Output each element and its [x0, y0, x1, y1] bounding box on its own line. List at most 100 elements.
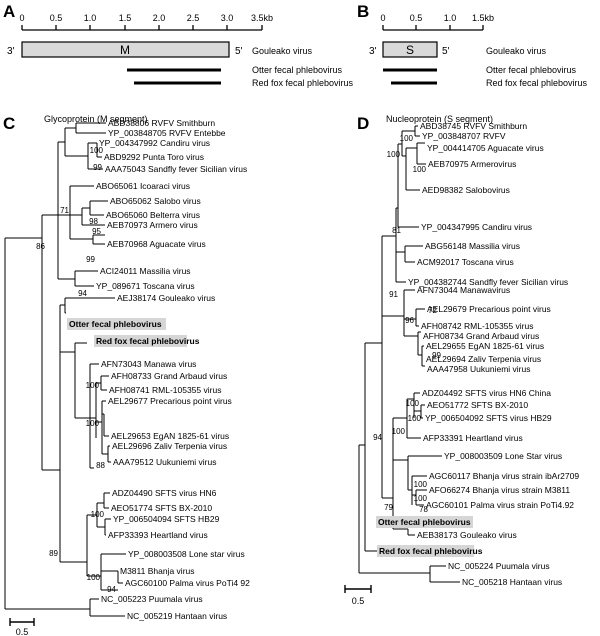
m-segment-label: M [120, 43, 130, 57]
taxon-label: YP_089671 Toscana virus [96, 281, 195, 291]
taxon-label: AEB38173 Gouleako virus [417, 530, 517, 540]
panel-d-title: Nucleoprotein (S segment) [386, 114, 493, 124]
panel-a-3prime: 3' [7, 46, 15, 57]
taxon-label: AGC60117 Bhanja virus strain ibAr2709 [429, 471, 579, 481]
taxon-label: AEB70968 Aguacate virus [107, 239, 206, 249]
taxon-label: YP_006504094 SFTS HB29 [113, 514, 220, 524]
bootstrap-value: 99 [86, 255, 95, 264]
taxon-label: AFO66274 Bhanja virus strain M3811 [429, 485, 570, 495]
taxon-label: AEO51772 SFTS BX-2010 [427, 400, 528, 410]
bootstrap-value: 99 [432, 351, 441, 360]
highlight-redfox-c [94, 335, 187, 347]
taxon-label: AEL29696 Zaliv Terpenia virus [112, 441, 227, 451]
bootstrap-value: 100 [414, 494, 428, 503]
bootstrap-value: 71 [60, 206, 69, 215]
scale-bar-d [344, 585, 372, 593]
panel-b-letter: B [357, 2, 369, 21]
taxon-label: NC_005219 Hantaan virus [127, 611, 227, 621]
taxon-label: YP_004347992 Candiru virus [99, 138, 210, 148]
bootstrap-value: 100 [86, 381, 100, 390]
taxon-label: AEO51774 SFTS BX-2010 [111, 503, 212, 513]
panel-a-tick: 1.0 [84, 13, 97, 23]
taxon-label: AEL29653 EgAN 1825-61 virus [111, 431, 229, 441]
taxon-label: YP_008003509 Lone Star virus [444, 451, 562, 461]
tree-d-branches [358, 125, 460, 583]
taxon-label: AED98382 Salobovirus [422, 185, 510, 195]
panel-d: D Nucleoprotein (S segment) [344, 114, 579, 606]
taxon-label: YP_004414705 Aguacate virus [427, 143, 544, 153]
bootstrap-value: 100 [91, 510, 105, 519]
scale-bar-d-label: 0.5 [352, 596, 365, 606]
taxon-label: NC_005223 Puumala virus [101, 594, 203, 604]
bootstrap-value: 100 [406, 399, 420, 408]
taxon-label: ABO65062 Salobo virus [110, 196, 201, 206]
taxon-label: YP_004347995 Candiru virus [421, 222, 532, 232]
taxon-label: YP_008003508 Lone star virus [128, 549, 245, 559]
scale-bar-c [9, 618, 35, 626]
taxon-label: AEB70975 Armerovirus [428, 159, 516, 169]
taxon-label: AFH08742 RML-105355 virus [421, 321, 533, 331]
taxon-label: AAA79512 Uukuniemi virus [113, 457, 216, 467]
panel-b-tick: 0 [380, 13, 385, 23]
panel-b-5prime: 5' [442, 46, 450, 57]
bootstrap-value: 100 [408, 414, 422, 423]
taxon-label: AEL29655 EgAN 1825-61 virus [426, 341, 544, 351]
s-segment-label: S [406, 43, 414, 57]
panel-b-tick: 1.0 [444, 13, 457, 23]
taxon-label: ADZ04492 SFTS virus HN6 China [422, 388, 551, 398]
panel-a-tick: 0.5 [50, 13, 63, 23]
panel-a-tick: 2.0 [153, 13, 166, 23]
panel-b-genome-label: Gouleako virus [486, 46, 547, 56]
panel-b-otter-label: Otter fecal phlebovirus [486, 65, 577, 75]
taxon-label: ABD38806 RVFV Smithburn [108, 118, 215, 128]
bootstrap-value: 100 [90, 146, 104, 155]
bootstrap-value: 100 [414, 480, 428, 489]
panel-b-tick: 1.5kb [472, 13, 494, 23]
panel-b-3prime: 3' [369, 46, 377, 57]
panel-c: C Glycoprotein (M segment) [3, 114, 250, 636]
taxon-label: AAA47958 Uukuniemi virus [427, 364, 530, 374]
tree-d-bootstraps: 100 100 100 81 91 96 72 99 94 100 100 10… [373, 134, 441, 514]
bootstrap-value: 94 [373, 433, 382, 442]
taxon-label: ABO65061 Icoaraci virus [96, 181, 190, 191]
panel-a: A 0 0.5 1.0 1.5 2.0 2.5 3.0 3.5kb 3' M 5… [3, 2, 354, 88]
taxon-label: YP_003848707 RVFV [422, 131, 506, 141]
taxon-label: ABO65060 Belterra virus [106, 210, 200, 220]
taxon-label: AEL29677 Precarious point virus [108, 396, 232, 406]
taxon-label-otter: Otter fecal phlebovirus [69, 319, 162, 329]
panel-a-tick: 1.5 [119, 13, 132, 23]
taxon-label: AEJ38174 Gouleako virus [117, 293, 215, 303]
tree-c-taxa: ABD38806 RVFV Smithburn YP_003848705 RVF… [69, 118, 250, 621]
bootstrap-value: 95 [92, 227, 101, 236]
panel-d-letter: D [357, 114, 369, 133]
bootstrap-value: 79 [384, 503, 393, 512]
taxon-label: ABG56148 Massilia virus [425, 241, 520, 251]
taxon-label: AAA75043 Sandfly fever Sicilian virus [105, 164, 247, 174]
taxon-label-redfox: Red fox fecal phlebovirus [96, 336, 200, 346]
s-segment-box [382, 41, 438, 58]
bootstrap-value: 100 [87, 573, 101, 582]
bootstrap-value: 81 [392, 226, 401, 235]
taxon-label: M3811 Bhanja virus [120, 566, 195, 576]
bootstrap-value: 100 [392, 427, 406, 436]
taxon-label: AGC60100 Palma virus PoTi4 92 [125, 578, 250, 588]
bootstrap-value: 100 [387, 150, 401, 159]
panel-a-tick: 3.0 [221, 13, 234, 23]
taxon-label: AFH08733 Grand Arbaud virus [111, 371, 227, 381]
panel-b-redfox-label: Red fox fecal phlebovirus [486, 78, 588, 88]
bootstrap-value: 78 [419, 505, 428, 514]
taxon-label: AEB70973 Armero virus [107, 220, 198, 230]
bootstrap-value: 88 [96, 461, 105, 470]
panel-b-tick: 0.5 [410, 13, 423, 23]
panel-a-tick: 2.5 [187, 13, 200, 23]
taxon-label: AFH08741 RML-105355 virus [109, 385, 221, 395]
panel-a-5prime: 5' [235, 46, 243, 57]
taxon-label-redfox: Red fox fecal phlebovirus [379, 546, 483, 556]
bootstrap-value: 94 [78, 289, 87, 298]
bootstrap-value: 98 [89, 217, 98, 226]
bootstrap-value: 72 [428, 306, 437, 315]
taxon-label: ABD38745 RVFV Smithburn [420, 121, 527, 131]
scale-bar-c-label: 0.5 [16, 627, 29, 636]
bootstrap-value: 94 [107, 585, 116, 594]
